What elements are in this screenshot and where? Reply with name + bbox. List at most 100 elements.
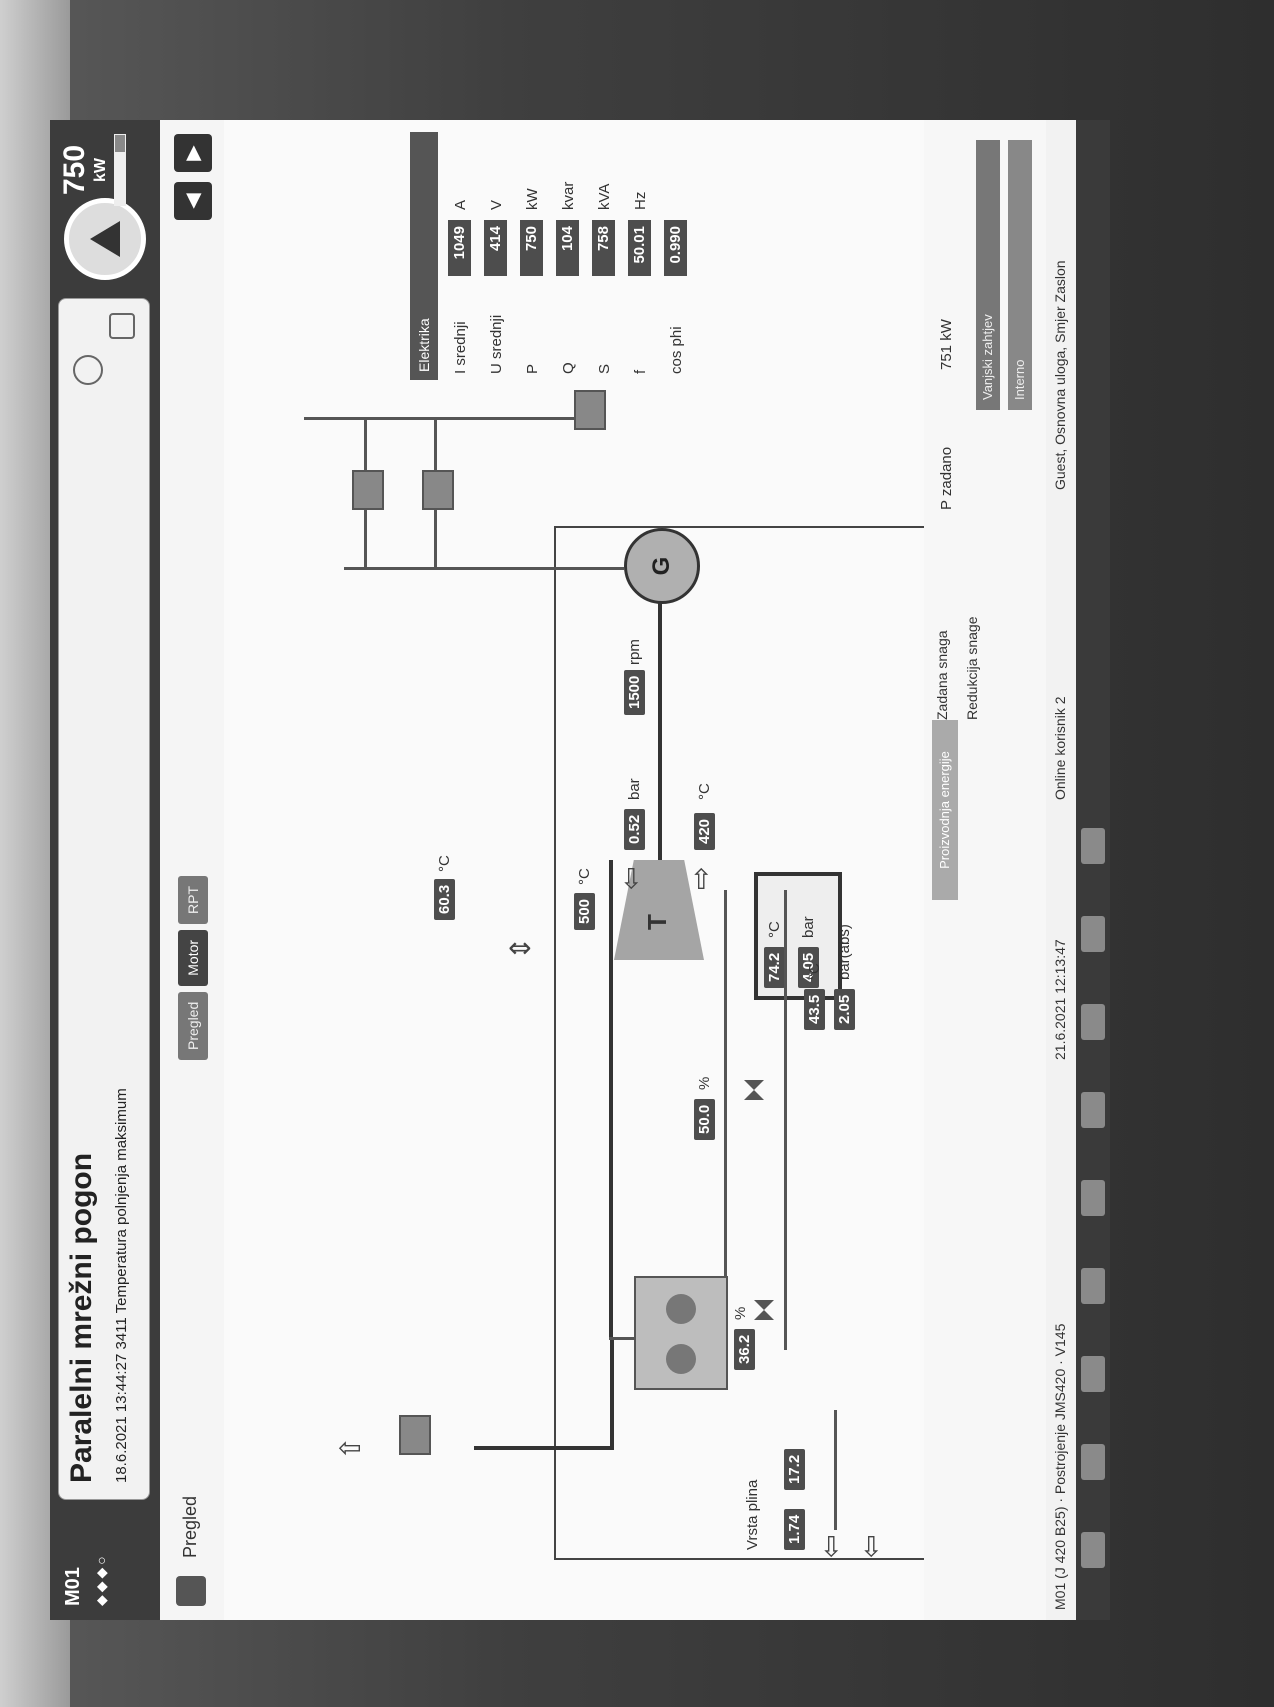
external-demand-bar[interactable]: Vanjski zahtjev bbox=[976, 140, 1000, 410]
engine-id: M01 bbox=[62, 1567, 84, 1606]
page-arrows: ◀ ▶ bbox=[174, 134, 212, 220]
prev-page-button[interactable]: ◀ bbox=[174, 182, 212, 220]
mixer-icon[interactable] bbox=[634, 1276, 728, 1390]
gas-in-arrow-2-icon: ⇦ bbox=[855, 1534, 886, 1558]
exhaust-arrow-icon: ⇨ bbox=[685, 866, 716, 890]
voltage-unit: V bbox=[488, 199, 505, 210]
power-bar-fill bbox=[115, 152, 125, 205]
energy-production-button[interactable]: Proizvodnja energije bbox=[932, 720, 958, 900]
active-power-value: 750 bbox=[520, 220, 543, 276]
user-icon[interactable] bbox=[1081, 916, 1105, 952]
rpm-unit: rpm bbox=[626, 639, 643, 665]
frequency-value: 50.01 bbox=[628, 220, 651, 276]
air-flow-arrow-icon: ⇕ bbox=[505, 936, 536, 960]
power-display: 750 kW bbox=[58, 130, 152, 210]
box-pressure-unit: bar bbox=[800, 916, 817, 938]
alarm-icon[interactable] bbox=[1081, 1532, 1105, 1568]
warning-button[interactable] bbox=[64, 198, 146, 280]
apparent-power-label: S bbox=[596, 363, 613, 374]
breadcrumb[interactable]: Pregled bbox=[180, 1495, 200, 1558]
frequency-label: f bbox=[632, 369, 649, 374]
active-power-unit: kW bbox=[524, 188, 541, 210]
next-page-button[interactable]: ▶ bbox=[174, 134, 212, 172]
breaker-3-icon[interactable] bbox=[574, 390, 606, 430]
gas-type-label: Vrsta plina bbox=[744, 1479, 761, 1550]
settings-icon[interactable] bbox=[1081, 1268, 1105, 1304]
header-bar: M01 ◆◆◆○ Paralelni mrežni pogon 18.6.202… bbox=[50, 120, 160, 1620]
power-bar bbox=[114, 134, 126, 206]
air-temp-value: 60.3 bbox=[434, 878, 455, 920]
exhaust-temp-unit: °C bbox=[696, 783, 713, 800]
service-icon[interactable] bbox=[1081, 1004, 1105, 1040]
valve2-unit: % bbox=[732, 1306, 749, 1320]
reset-icon[interactable] bbox=[73, 355, 103, 385]
home-nav-icon[interactable] bbox=[1081, 1092, 1105, 1128]
p-setpoint-label: P zadano bbox=[938, 446, 955, 510]
status-user: Guest, Osnovna uloga, Smjer Zaslon bbox=[1052, 260, 1068, 490]
electrical-header: Elektrika bbox=[410, 132, 438, 380]
hmi-screen: M01 ◆◆◆○ Paralelni mrežni pogon 18.6.202… bbox=[50, 120, 1110, 1620]
home-icon[interactable] bbox=[176, 1576, 206, 1606]
electrical-row: f 50.01 Hz bbox=[624, 130, 658, 380]
status-card: Paralelni mrežni pogon 18.6.2021 13:44:2… bbox=[58, 298, 150, 1500]
electrical-row: U srednji 414 V bbox=[480, 130, 514, 380]
mixture-pipe bbox=[609, 860, 613, 1340]
engine-status-dots-icon: ◆◆◆○ bbox=[93, 1553, 109, 1606]
power-unit: kW bbox=[92, 158, 109, 182]
status-site: M01 (J 420 B25) · Postrojenje JMS420 · V… bbox=[1052, 1323, 1068, 1610]
trend-icon[interactable] bbox=[1081, 1180, 1105, 1216]
reduction-row-label: Redukcija snage bbox=[964, 616, 980, 720]
cosphi-label: cos phi bbox=[668, 326, 685, 374]
tab-motor[interactable]: Motor bbox=[178, 929, 208, 986]
gas-feed-link bbox=[610, 1340, 614, 1450]
cooler-pressure-unit: bar(abs) bbox=[836, 924, 853, 980]
mixer-rotor-1-icon bbox=[666, 1344, 696, 1374]
bypass-valve-icon[interactable] bbox=[754, 1300, 774, 1320]
screen-rotator: M01 ◆◆◆○ Paralelni mrežni pogon 18.6.202… bbox=[50, 120, 1110, 1620]
acknowledge-icon[interactable] bbox=[109, 313, 135, 339]
status-datetime: 21.6.2021 12:13:47 bbox=[1052, 939, 1068, 1060]
valve2-value: 36.2 bbox=[734, 1328, 755, 1370]
tab-pregled[interactable]: Pregled bbox=[178, 991, 208, 1060]
electrical-row: S 758 kVA bbox=[588, 130, 622, 380]
electrical-row: cos phi 0.990 bbox=[660, 130, 694, 380]
tab-rpt[interactable]: RPT bbox=[178, 875, 208, 924]
electrical-row: I srednji 1049 A bbox=[444, 130, 478, 380]
message-icon[interactable] bbox=[1081, 1444, 1105, 1480]
warning-triangle-icon bbox=[90, 221, 120, 257]
active-power-label: P bbox=[524, 363, 541, 374]
language-icon[interactable] bbox=[1081, 828, 1105, 864]
apparent-power-unit: kVA bbox=[596, 183, 613, 210]
busbar-line-2 bbox=[304, 417, 604, 420]
box-temp-value: 74.2 bbox=[764, 946, 785, 988]
alarm-message: 18.6.2021 13:44:27 3411 Temperatura poln… bbox=[113, 1088, 130, 1483]
engine-icon[interactable] bbox=[1081, 1356, 1105, 1392]
filter-icon[interactable] bbox=[399, 1415, 431, 1455]
reactive-power-unit: kvar bbox=[560, 181, 577, 210]
cooler-pressure-value: 2.05 bbox=[834, 988, 855, 1030]
cosphi-value: 0.990 bbox=[664, 220, 687, 276]
turbine-inlet-temp-unit: °C bbox=[576, 868, 593, 885]
exhaust-temp-value: 420 bbox=[694, 812, 715, 850]
coolant-pipe-2 bbox=[784, 890, 787, 1350]
p-setpoint-value: 751 kW bbox=[938, 319, 955, 370]
internal-bar[interactable]: Interno bbox=[1008, 140, 1032, 410]
electrical-row: P 750 kW bbox=[516, 130, 550, 380]
gas-inlet-line bbox=[834, 1410, 837, 1530]
gas-in-arrow-icon: ⇦ bbox=[815, 1534, 846, 1558]
navigation-row: Pregled Pregled Motor RPT ◀ ▶ bbox=[160, 120, 224, 1620]
turbine-inlet-temp: 500 bbox=[574, 892, 595, 930]
page-title: Paralelni mrežni pogon bbox=[65, 1152, 98, 1483]
frequency-unit: Hz bbox=[632, 191, 649, 210]
breaker-1-icon[interactable] bbox=[352, 470, 384, 510]
cooler-valve-icon[interactable] bbox=[744, 1080, 764, 1100]
engine-selector[interactable]: M01 ◆◆◆○ bbox=[62, 1516, 148, 1606]
turbine-label: T bbox=[642, 914, 672, 930]
engine-frame bbox=[554, 526, 988, 1560]
intake-arrow-icon: ⇦ bbox=[615, 866, 646, 890]
breaker-2-icon[interactable] bbox=[422, 470, 454, 510]
electrical-row: Q 104 kvar bbox=[552, 130, 586, 380]
generator-icon[interactable]: G bbox=[624, 528, 700, 604]
tab-strip: Pregled Motor RPT bbox=[178, 875, 208, 1060]
status-bar: M01 (J 420 B25) · Postrojenje JMS420 · V… bbox=[1046, 120, 1076, 1620]
